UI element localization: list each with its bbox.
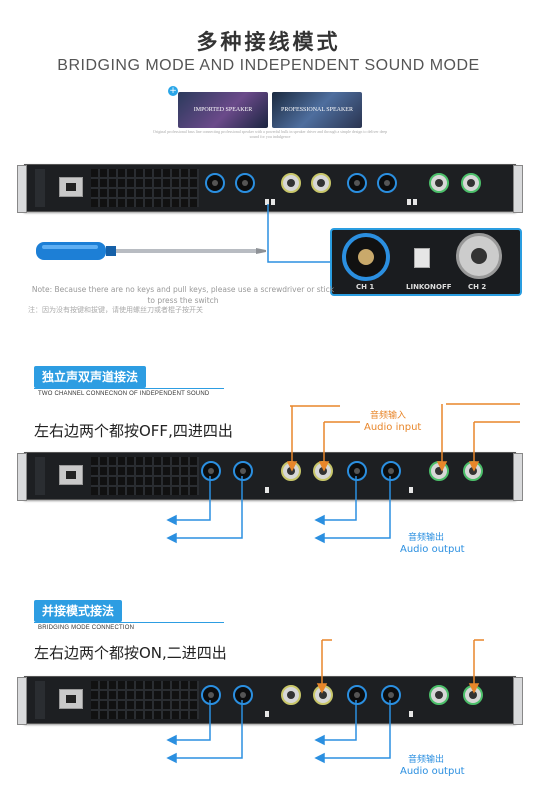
- page-title-en: BRIDGING MODE AND INDEPENDENT SOUND MODE: [57, 57, 480, 74]
- rack-ear-right: [513, 677, 523, 725]
- power-socket-icon: [59, 465, 83, 485]
- ch1-label: CH 1: [356, 283, 375, 291]
- link-switch-icon: [409, 487, 413, 493]
- rack-ear-right: [513, 165, 523, 213]
- on-label: ON: [424, 283, 436, 291]
- link-switch-icon: [413, 199, 417, 205]
- speakon-jack-icon: [347, 685, 367, 705]
- power-socket-icon: [59, 689, 83, 709]
- xlr-jack-icon: [429, 173, 449, 193]
- instruction-bridging: 左右边两个都按ON,二进四出: [34, 644, 227, 662]
- vent-grille: [91, 169, 199, 207]
- xlr-jack-icon: [456, 233, 502, 279]
- audio-output-en: Audio output: [400, 766, 465, 777]
- xlr-jack-icon: [281, 685, 301, 705]
- amplifier-rear-panel-top: [17, 164, 523, 213]
- speakon-jack-icon: [347, 461, 367, 481]
- audio-output-cn: 音频输出: [408, 755, 445, 765]
- speakon-jack-icon: [201, 461, 221, 481]
- spec-label: [35, 457, 45, 495]
- link-switch-icon: [414, 248, 430, 268]
- speakon-jack-icon: [381, 685, 401, 705]
- divider: [34, 622, 224, 623]
- link-switch-icon: [265, 487, 269, 493]
- thumbnail-caption: Original professional bass line connecti…: [152, 129, 388, 139]
- section-subtitle-bridging: BRIDGING MODE CONNECTION: [38, 625, 135, 631]
- rack-ear-right: [513, 453, 523, 501]
- professional-speaker-thumbnail: PROFESSIONAL SPEAKER: [272, 92, 362, 128]
- rack-ear-left: [17, 677, 27, 725]
- imported-speaker-thumbnail: IMPORTED SPEAKER: [178, 92, 268, 128]
- link-switch-icon: [407, 199, 411, 205]
- audio-output-en: Audio output: [400, 544, 465, 555]
- power-socket-icon: [59, 177, 83, 197]
- section-subtitle-independent: TWO CHANNEL CONNECNON OF INDEPENDENT SOU…: [38, 391, 210, 397]
- speakon-jack-icon: [381, 461, 401, 481]
- vent-grille: [91, 457, 199, 495]
- plus-icon: +: [168, 86, 178, 96]
- speakon-jack-icon: [235, 173, 255, 193]
- off-label: OFF: [436, 283, 452, 291]
- xlr-jack-icon: [429, 685, 449, 705]
- speakon-jack-icon: [201, 685, 221, 705]
- amplifier-rear-panel-bridging: [17, 676, 523, 725]
- speakon-jack-icon: [377, 173, 397, 193]
- audio-input-cn: 音频输入: [370, 411, 407, 421]
- section-title-independent: 独立声双声道接法: [34, 366, 147, 388]
- vent-grille: [91, 681, 199, 719]
- xlr-jack-icon: [311, 173, 331, 193]
- switch-zoom-detail: CH 1 LINK ON OFF CH 2: [330, 228, 522, 296]
- link-label: LINK: [406, 283, 425, 291]
- rack-ear-left: [17, 165, 27, 213]
- rack-ear-left: [17, 453, 27, 501]
- speakon-jack-icon: [342, 233, 390, 281]
- link-switch-icon: [409, 711, 413, 717]
- spec-label: [35, 169, 45, 207]
- ch2-label: CH 2: [468, 283, 487, 291]
- screwdriver-note-cn: 注：因为没有按键和拔键，请使用螺丝刀或者棍子按开关: [28, 306, 203, 314]
- speakon-jack-icon: [233, 461, 253, 481]
- speakon-jack-icon: [233, 685, 253, 705]
- screwdriver-icon: [36, 242, 266, 260]
- screwdriver-note: Note: Because there are no keys and pull…: [31, 285, 335, 305]
- instruction-independent: 左右边两个都按OFF,四进四出: [34, 422, 233, 440]
- page-title-cn: 多种接线模式: [196, 30, 341, 54]
- audio-output-cn: 音频输出: [408, 533, 445, 543]
- spec-label: [35, 681, 45, 719]
- speakon-jack-icon: [347, 173, 367, 193]
- audio-input-en: Audio input: [364, 422, 422, 433]
- xlr-jack-icon: [281, 173, 301, 193]
- link-switch-icon: [265, 199, 269, 205]
- divider: [34, 388, 224, 389]
- section-title-bridging: 并接模式接法: [34, 600, 123, 622]
- speakon-jack-icon: [205, 173, 225, 193]
- link-switch-icon: [265, 711, 269, 717]
- link-switch-icon: [271, 199, 275, 205]
- xlr-jack-icon: [461, 173, 481, 193]
